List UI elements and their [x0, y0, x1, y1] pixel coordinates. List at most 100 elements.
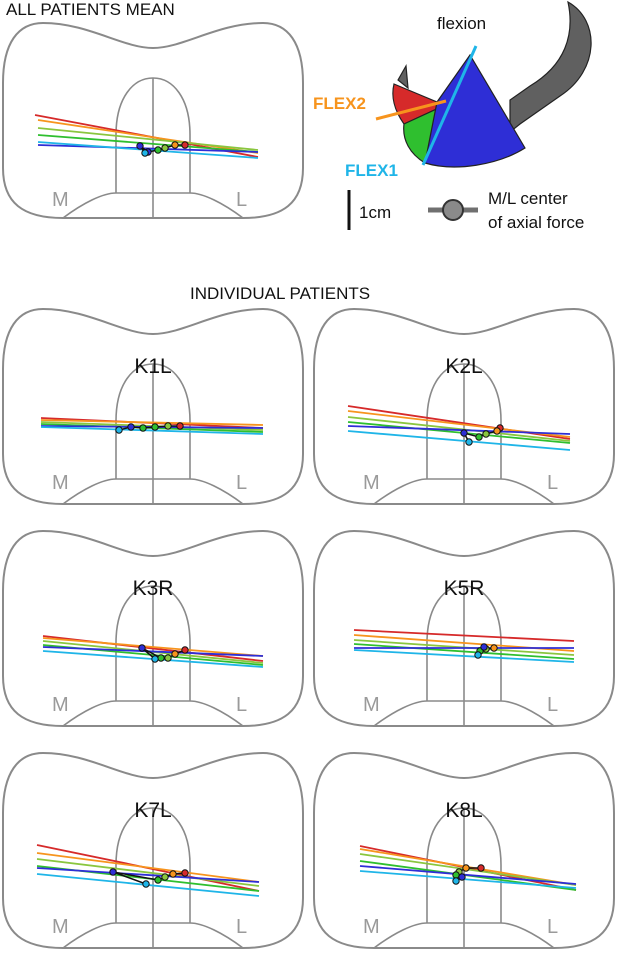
- flex2-label: FLEX2: [313, 94, 366, 113]
- flexion-gray-arc: [509, 0, 592, 134]
- mean-panel-title: ALL PATIENTS MEAN: [6, 0, 175, 19]
- force-center-marker: [161, 873, 169, 881]
- force-center-marker: [460, 429, 468, 437]
- force-center-marker: [139, 424, 147, 432]
- medial-label: M: [363, 694, 380, 716]
- force-center-marker: [475, 433, 483, 441]
- patient-label: K2L: [445, 355, 482, 378]
- blue-force-line: [42, 646, 264, 657]
- force-lines: [42, 635, 264, 668]
- medial-label: M: [52, 472, 69, 494]
- marker-label-line2: of axial force: [488, 213, 584, 232]
- orange-force-line: [36, 852, 260, 883]
- medial-label: M: [52, 916, 69, 938]
- medial-label: M: [363, 472, 380, 494]
- patient-label: K7L: [134, 799, 171, 822]
- orange-force-line: [37, 119, 259, 154]
- force-center-marker: [157, 654, 165, 662]
- mean-force-lines: [34, 114, 259, 159]
- force-center-marker: [141, 149, 149, 157]
- force-center-marker: [490, 644, 498, 652]
- patient-panel-k7l: K7L M L: [2, 752, 304, 949]
- red-force-line: [353, 629, 575, 642]
- force-center-marker: [482, 430, 490, 438]
- individual-section-title: INDIVIDUAL PATIENTS: [190, 284, 370, 303]
- lateral-label: L: [547, 916, 558, 938]
- flex1-label: FLEX1: [345, 161, 398, 180]
- force-center-marker: [181, 646, 189, 654]
- force-center-marker: [176, 422, 184, 430]
- lateral-label: L: [236, 916, 247, 938]
- force-center-marker: [171, 141, 179, 149]
- light_green-force-line: [37, 127, 259, 151]
- patient-label: K3R: [133, 577, 174, 600]
- patient-label: K8L: [445, 799, 482, 822]
- orange-force-line: [40, 419, 264, 426]
- cyan-force-line: [359, 870, 577, 889]
- force-center-marker: [136, 142, 144, 150]
- blue-force-line: [359, 865, 577, 885]
- force-center-marker: [138, 644, 146, 652]
- orange-force-line: [42, 637, 264, 657]
- mean-lateral-label: L: [236, 189, 247, 211]
- force-lines: [36, 844, 260, 897]
- patient-panel-k5r: K5R M L: [313, 530, 615, 727]
- cyan-force-line: [347, 430, 571, 451]
- force-center-marker: [151, 423, 159, 431]
- mean-medial-label: M: [52, 189, 69, 211]
- lateral-label: L: [547, 472, 558, 494]
- patient-panel-k8l: K8L M L: [313, 752, 615, 949]
- force-lines: [353, 629, 575, 663]
- force-center-marker: [474, 651, 482, 659]
- force-center-marker: [109, 868, 117, 876]
- patient-label: K1L: [134, 355, 171, 378]
- force-center-marker: [181, 869, 189, 877]
- scale-label: 1cm: [359, 203, 391, 222]
- force-center-marker: [480, 643, 488, 651]
- cyan-force-line: [40, 426, 264, 435]
- medial-label: M: [363, 916, 380, 938]
- force-center-marker: [477, 864, 485, 872]
- flexion-blue-sector: [424, 53, 526, 168]
- force-center-marker: [154, 146, 162, 154]
- green-force-line: [353, 643, 575, 660]
- green-force-line: [347, 421, 571, 444]
- flex2-line: [375, 99, 447, 121]
- blue-force-line: [36, 867, 260, 883]
- force-center-marker: [171, 650, 179, 658]
- light_green-force-line: [347, 416, 571, 442]
- force-center-marker: [164, 654, 172, 662]
- force-center-marker: [493, 427, 501, 435]
- lateral-label: L: [236, 472, 247, 494]
- force-center-marker: [142, 880, 150, 888]
- force-center-marker: [151, 655, 159, 663]
- patient-label: K5R: [444, 577, 485, 600]
- flexion-gray-small: [397, 64, 409, 90]
- patient-panel-k2l: K2L M L: [313, 308, 615, 505]
- patient-panel-k1l: K1L M L: [2, 308, 304, 505]
- flex1-line: [421, 45, 478, 166]
- lateral-label: L: [547, 694, 558, 716]
- force-center-marker: [154, 876, 162, 884]
- patient-panel-k3r: K3R M L: [2, 530, 304, 727]
- flexion-label: flexion: [437, 14, 486, 33]
- cyan-force-line: [353, 649, 575, 663]
- force-center-marker: [164, 422, 172, 430]
- force-lines: [40, 417, 264, 435]
- force-center-marker: [169, 870, 177, 878]
- force-center-marker: [458, 873, 466, 881]
- force-center-marker: [115, 426, 123, 434]
- blue-force-line: [347, 425, 571, 435]
- flexion-legend: flexion FLEX2 FLEX1 1cm M/L center of ax…: [313, 0, 592, 232]
- lateral-label: L: [236, 694, 247, 716]
- force-lines: [359, 845, 577, 891]
- force-center-marker: [452, 877, 460, 885]
- force-center-marker: [127, 423, 135, 431]
- green-force-line: [37, 134, 259, 153]
- force-center-marker: [462, 864, 470, 872]
- medial-label: M: [52, 694, 69, 716]
- marker-legend-icon: [442, 199, 464, 221]
- mean-tibia-outline: [2, 22, 304, 219]
- force-center-marker: [465, 438, 473, 446]
